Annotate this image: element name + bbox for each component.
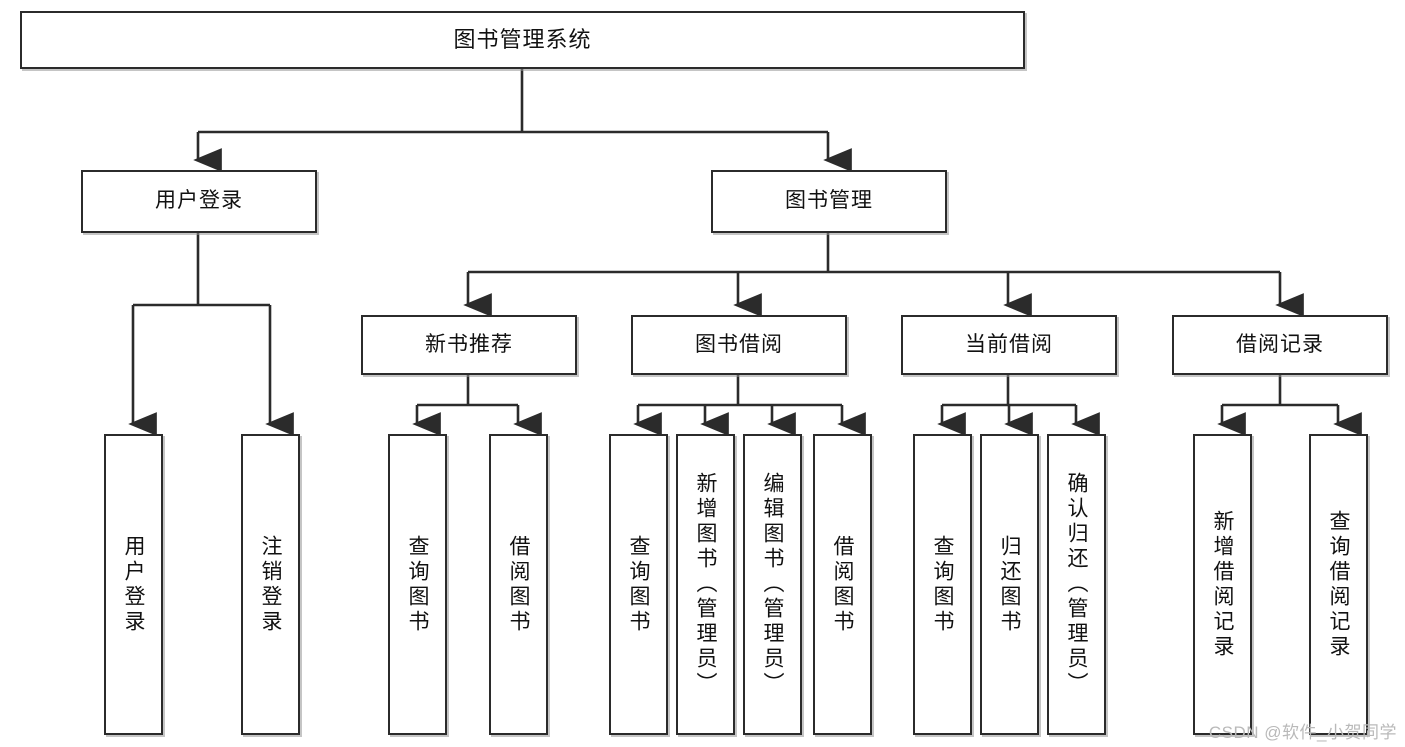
node-label: 当前借阅 xyxy=(965,332,1053,356)
node-root-system[interactable]: 图书管理系统 xyxy=(20,11,1025,69)
node-label: 借阅图书 xyxy=(831,534,854,635)
node-label: 新书推荐 xyxy=(425,332,513,356)
node-current-borrow[interactable]: 当前借阅 xyxy=(901,315,1117,375)
node-label: 用户登录 xyxy=(122,534,145,635)
node-label: 查询图书 xyxy=(627,534,650,635)
node-leaf-confirm-return-admin[interactable]: 确认归还（管理员） xyxy=(1047,434,1106,735)
node-label: 查询借阅记录 xyxy=(1327,509,1350,660)
node-borrow-record[interactable]: 借阅记录 xyxy=(1172,315,1388,375)
node-leaf-add-book-admin[interactable]: 新增图书（管理员） xyxy=(676,434,735,735)
node-leaf-query-book-2[interactable]: 查询图书 xyxy=(609,434,668,735)
node-leaf-user-login[interactable]: 用户登录 xyxy=(104,434,163,735)
node-label: 归还图书 xyxy=(998,534,1021,635)
node-label: 查询图书 xyxy=(406,534,429,635)
node-label: 借阅图书 xyxy=(507,534,530,635)
node-label: 新增借阅记录 xyxy=(1211,509,1234,660)
node-label: 确认归还（管理员） xyxy=(1065,472,1088,697)
node-label: 图书借阅 xyxy=(695,332,783,356)
node-leaf-borrow-book-1[interactable]: 借阅图书 xyxy=(489,434,548,735)
node-book-borrow[interactable]: 图书借阅 xyxy=(631,315,847,375)
node-label: 查询图书 xyxy=(931,534,954,635)
node-label: 注销登录 xyxy=(259,534,282,635)
node-label: 图书管理 xyxy=(785,189,873,213)
node-leaf-query-borrow-record[interactable]: 查询借阅记录 xyxy=(1309,434,1368,735)
node-leaf-query-book-3[interactable]: 查询图书 xyxy=(913,434,972,735)
node-label: 用户登录 xyxy=(155,189,243,213)
node-label: 新增图书（管理员） xyxy=(694,472,717,697)
node-leaf-logout[interactable]: 注销登录 xyxy=(241,434,300,735)
node-label: 借阅记录 xyxy=(1236,332,1324,356)
node-user-login[interactable]: 用户登录 xyxy=(81,170,317,233)
node-label: 图书管理系统 xyxy=(453,27,592,53)
node-leaf-query-book-1[interactable]: 查询图书 xyxy=(388,434,447,735)
watermark-text: CSDN @软件_小贺同学 xyxy=(1208,723,1397,742)
node-label: 编辑图书（管理员） xyxy=(761,472,784,697)
node-leaf-borrow-book-2[interactable]: 借阅图书 xyxy=(813,434,872,735)
node-leaf-add-borrow-record[interactable]: 新增借阅记录 xyxy=(1193,434,1252,735)
node-book-management[interactable]: 图书管理 xyxy=(711,170,947,233)
node-leaf-edit-book-admin[interactable]: 编辑图书（管理员） xyxy=(743,434,802,735)
node-leaf-return-book[interactable]: 归还图书 xyxy=(980,434,1039,735)
node-new-book-recommend[interactable]: 新书推荐 xyxy=(361,315,577,375)
